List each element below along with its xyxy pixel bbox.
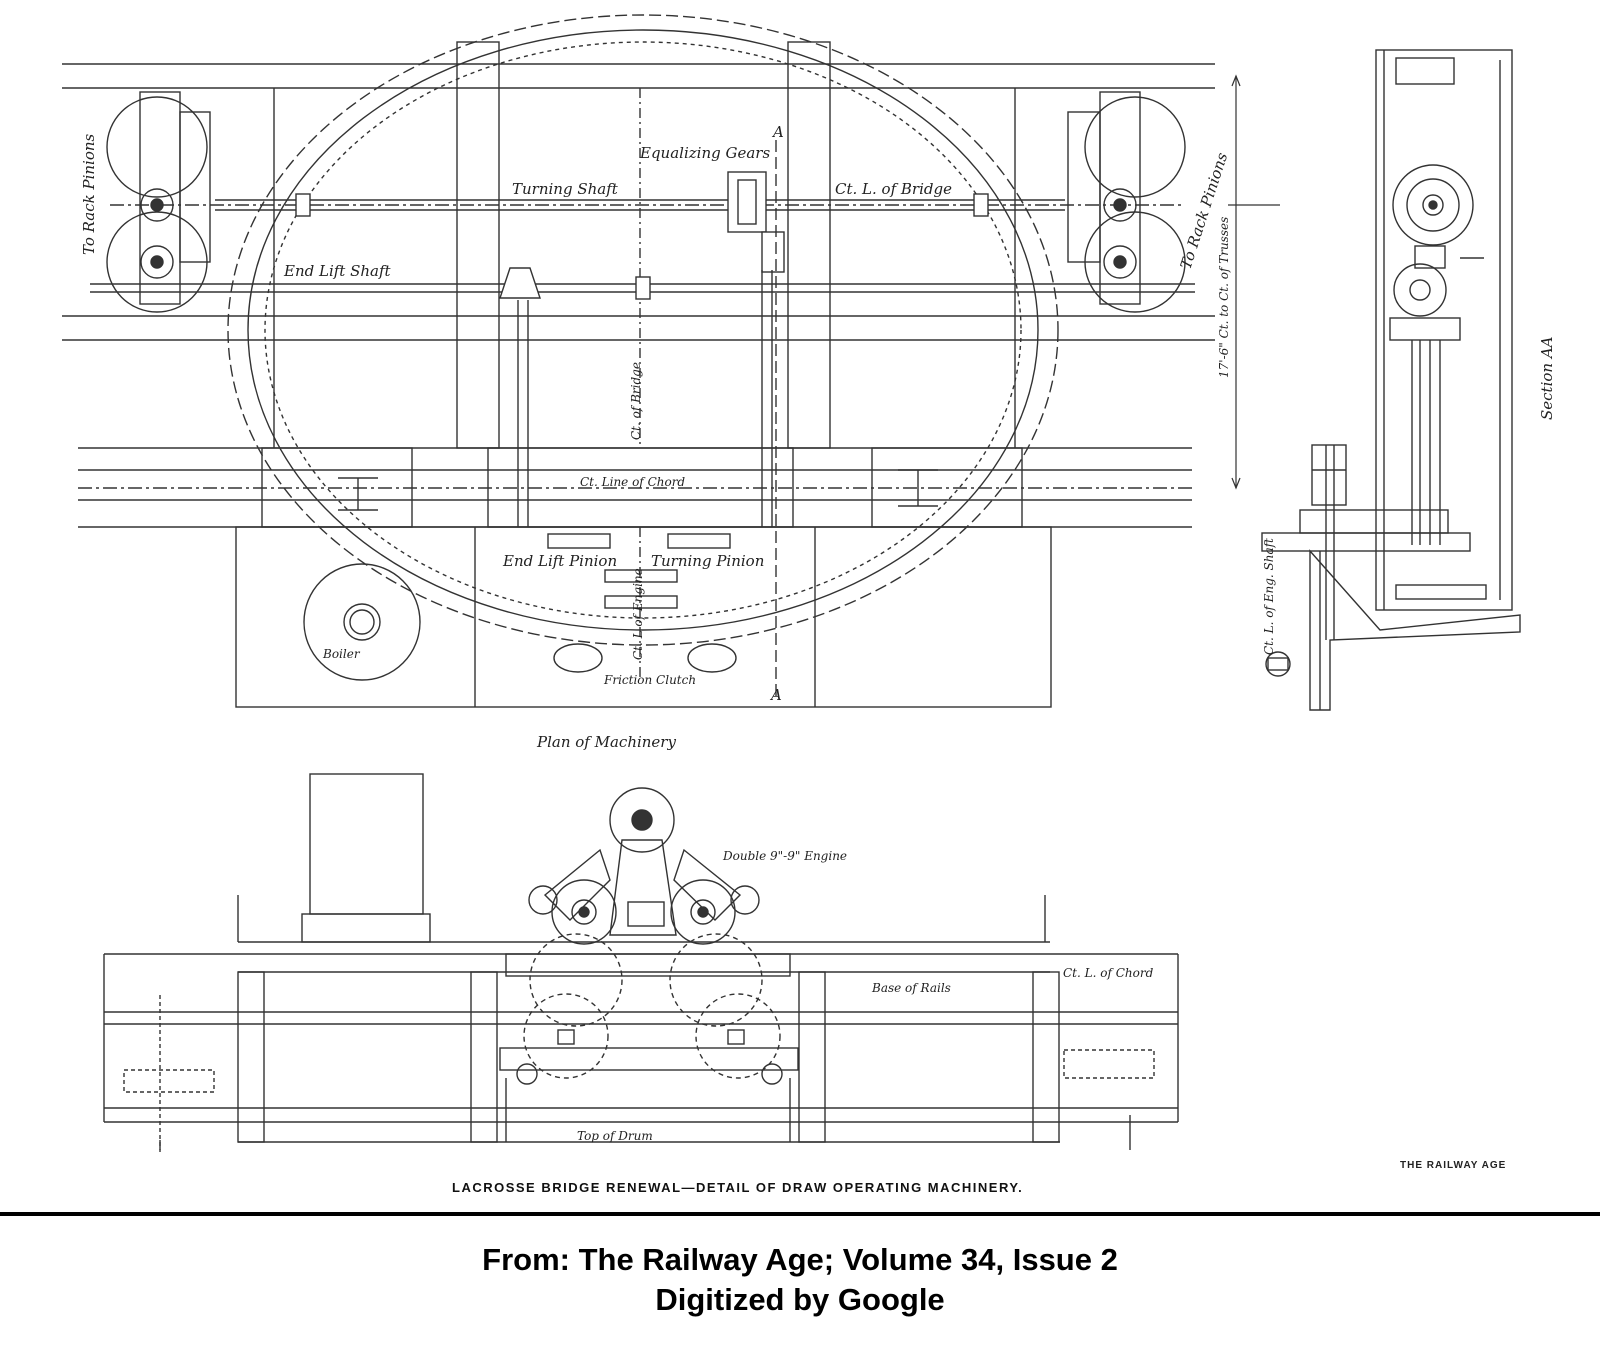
label-ct-l-of-chord-elev: Ct. L. of Chord — [1063, 966, 1154, 980]
label-friction-clutch: Friction Clutch — [603, 673, 696, 687]
label-boiler: Boiler — [322, 647, 361, 661]
elevation-labels: Double 9"-9" Engine Ct. L. of Chord Base… — [577, 849, 1154, 1143]
section-aa: Section AA Ct. L. of Eng. Shaft — [1261, 49, 1556, 711]
label-turning-shaft: Turning Shaft — [512, 180, 619, 198]
label-section-mark-a-top: A — [771, 123, 784, 141]
label-ct-line-of-chord: Ct. Line of Chord — [580, 475, 685, 489]
trusses-dimension: 17'-6" Ct. to Ct. of Trusses — [1217, 74, 1280, 490]
label-ct-l-of-engine: Ct. L of Engine — [631, 568, 645, 660]
label-top-of-drum: Top of Drum — [577, 1129, 653, 1143]
label-end-lift-shaft: End Lift Shaft — [283, 262, 392, 280]
label-end-lift-pinion: End Lift Pinion — [502, 552, 617, 570]
elevation-view — [103, 773, 1179, 1152]
label-base-of-rails: Base of Rails — [871, 981, 951, 995]
label-plan-of-machinery: Plan of Machinery — [536, 733, 676, 751]
label-to-rack-pinions-left: To Rack Pinions — [80, 133, 98, 255]
label-ct-l-of-eng-section: Ct. L. of Eng. Shaft — [1262, 538, 1276, 655]
label-turning-pinion: Turning Pinion — [651, 552, 764, 570]
label-cl-of-bridge-horizontal: Ct. L. of Bridge — [835, 180, 952, 198]
source-footer: From: The Railway Age; Volume 34, Issue … — [0, 1212, 1600, 1320]
label-equalizing-gears: Equalizing Gears — [639, 144, 770, 162]
plan-of-machinery — [62, 14, 1215, 708]
label-section-mark-a-bottom: A — [769, 686, 782, 704]
publication-credit: THE RAILWAY AGE — [1400, 1160, 1506, 1171]
label-cl-of-bridge-vertical: Ct. of Bridge — [629, 362, 643, 440]
footer-source-line: From: The Railway Age; Volume 34, Issue … — [482, 1242, 1118, 1277]
footer-digitized-line: Digitized by Google — [655, 1282, 945, 1317]
label-section-aa: Section AA — [1538, 336, 1556, 420]
drawing-caption: LACROSSE BRIDGE RENEWAL—DETAIL OF DRAW O… — [452, 1180, 1023, 1195]
label-double-engine: Double 9"-9" Engine — [722, 849, 847, 863]
label-trusses-dimension: 17'-6" Ct. to Ct. of Trusses — [1217, 217, 1231, 378]
